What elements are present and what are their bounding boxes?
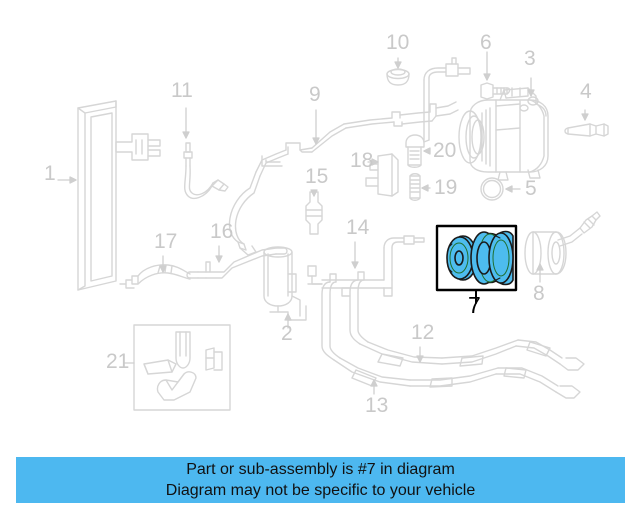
leader-arrows (57, 51, 589, 395)
part-8-clutch-coil (524, 211, 601, 275)
callout-label-3[interactable]: 3 (524, 47, 536, 70)
part-21-inset-box (133, 324, 231, 411)
callout-label-19[interactable]: 19 (434, 176, 458, 199)
callout-label-10[interactable]: 10 (386, 31, 410, 54)
callout-label-11[interactable]: 11 (171, 79, 193, 102)
manifold-bracket (423, 57, 471, 143)
callout-label-9[interactable]: 9 (309, 83, 321, 106)
part-7-clutch-assembly (446, 230, 514, 286)
callout-label-18[interactable]: 18 (350, 149, 374, 172)
parts-diagram: 1 2 3 4 5 6 7 8 9 10 11 12 13 14 15 16 1… (44, 31, 609, 417)
banner-line-disclaimer: Diagram may not be specific to your vehi… (165, 482, 476, 499)
callout-label-1[interactable]: 1 (44, 162, 56, 185)
part-19-stud (409, 173, 421, 201)
diagram-line-art (57, 51, 609, 411)
info-banner: Part or sub-assembly is #7 in diagram Di… (16, 457, 625, 503)
callout-label-16[interactable]: 16 (210, 220, 234, 243)
part-5-oring (480, 177, 504, 201)
part-18-bracket (365, 153, 399, 197)
part-9-hose-assembly (228, 101, 459, 256)
part-14-line (307, 235, 425, 297)
part-17-hose (119, 264, 191, 289)
part-11-hose (183, 142, 229, 199)
callout-label-15[interactable]: 15 (305, 165, 329, 188)
callout-label-6[interactable]: 6 (480, 31, 492, 54)
callout-label-21[interactable]: 21 (106, 350, 130, 373)
part-2-accumulator (263, 246, 307, 321)
callout-label-2[interactable]: 2 (281, 322, 293, 345)
part-4-valve (564, 123, 609, 137)
part-3-compressor (458, 87, 549, 181)
part-1-condenser (77, 100, 161, 291)
banner-line-part-number: Part or sub-assembly is #7 in diagram (186, 461, 455, 478)
callout-label-5[interactable]: 5 (525, 177, 537, 200)
callout-label-8[interactable]: 8 (533, 282, 545, 305)
callout-label-20[interactable]: 20 (433, 139, 457, 162)
callout-label-7[interactable]: 7 (468, 292, 481, 318)
part-15-orifice-tube (305, 191, 323, 235)
callout-label-13[interactable]: 13 (365, 394, 389, 417)
part-12-13-hoses (321, 271, 585, 399)
callout-label-14[interactable]: 14 (346, 216, 370, 239)
callout-label-4[interactable]: 4 (580, 80, 592, 103)
part-10-grommet (386, 68, 410, 86)
callout-label-17[interactable]: 17 (154, 230, 178, 253)
part-16-line (186, 247, 288, 279)
callout-label-12[interactable]: 12 (411, 321, 435, 344)
part-20-bolt (405, 134, 425, 168)
